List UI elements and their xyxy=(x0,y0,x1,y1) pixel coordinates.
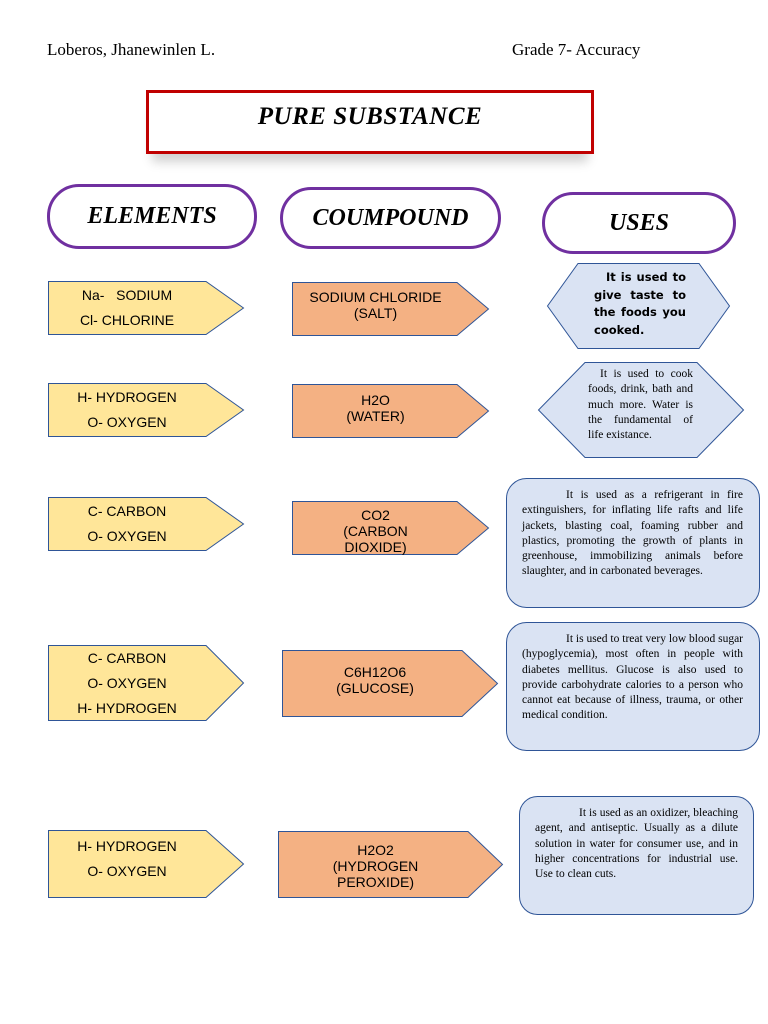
student-name: Loberos, Jhanewinlen L. xyxy=(47,40,216,59)
element-line: H- HYDROGEN xyxy=(77,699,177,716)
title-box: PURE SUBSTANCE xyxy=(146,90,594,154)
use-text-2: It is used to cook foods, drink, bath an… xyxy=(588,367,693,443)
element-line: H- HYDROGEN xyxy=(77,838,177,854)
use-box-3: It is used as a refrigerant in fire exti… xyxy=(506,478,760,608)
use-text-content: It is used as a refrigerant in fire exti… xyxy=(522,489,743,578)
element-arrow-1: Na- SODIUM Cl- CHLORINE xyxy=(48,281,245,335)
use-text-4: It is used to treat very low blood sugar… xyxy=(522,632,743,724)
compound-arrow-5: H2O2 (HYDROGEN PEROXIDE) xyxy=(278,831,504,898)
compound-line: (HYDROGEN xyxy=(332,857,419,874)
grade-section: Grade 7- Accuracy xyxy=(512,40,641,59)
use-text-content: It is used to treat very low blood sugar… xyxy=(522,633,743,722)
use-text-3: It is used as a refrigerant in fire exti… xyxy=(522,488,743,580)
element-line: Cl- CHLORINE xyxy=(79,312,175,328)
compound-line: SODIUM CHLORIDE xyxy=(309,289,442,305)
compound-line: CO2 xyxy=(361,507,390,523)
use-hexagon-1: It is used to give taste to the foods yo… xyxy=(546,263,731,349)
element-line: Na- SODIUM xyxy=(81,287,173,303)
compound-line: (SALT) xyxy=(353,305,398,321)
compound-line: DIOXIDE) xyxy=(344,539,407,555)
use-text-5: It is used as an oxidizer, bleaching age… xyxy=(535,806,738,882)
use-box-5: It is used as an oxidizer, bleaching age… xyxy=(519,796,754,915)
compound-header-label: COUMPOUND xyxy=(312,204,469,231)
compound-line: H2O xyxy=(361,392,390,408)
use-text-1: It is used to give taste to the foods yo… xyxy=(594,269,686,339)
element-arrow-2: H- HYDROGEN O- OXYGEN xyxy=(48,383,245,437)
compound-arrow-3: CO2 (CARBON DIOXIDE) xyxy=(292,501,490,555)
compound-line: (GLUCOSE) xyxy=(336,679,414,696)
compound-line: (WATER) xyxy=(346,408,405,424)
element-arrow-3: C- CARBON O- OXYGEN xyxy=(48,497,245,551)
compound-arrow-4: C6H12O6 (GLUCOSE) xyxy=(282,650,499,717)
use-text-content: It is used to cook foods, drink, bath an… xyxy=(588,368,693,442)
use-hexagon-2: It is used to cook foods, drink, bath an… xyxy=(537,362,745,458)
uses-header: USES xyxy=(542,192,736,254)
element-line: O- OXYGEN xyxy=(87,528,167,544)
element-line: C- CARBON xyxy=(87,503,167,519)
use-box-4: It is used to treat very low blood sugar… xyxy=(506,622,760,751)
element-line: O- OXYGEN xyxy=(87,674,167,691)
compound-line: (CARBON xyxy=(343,523,408,539)
compound-line: C6H12O6 xyxy=(343,663,407,680)
element-arrow-4: C- CARBON O- OXYGEN H- HYDROGEN xyxy=(48,645,245,721)
element-line: O- OXYGEN xyxy=(87,414,167,430)
element-line: C- CARBON xyxy=(87,649,167,666)
use-text-content: It is used as an oxidizer, bleaching age… xyxy=(535,807,738,881)
element-line: O- OXYGEN xyxy=(87,863,167,879)
compound-header: COUMPOUND xyxy=(280,187,501,249)
element-line: H- HYDROGEN xyxy=(77,389,177,405)
compound-arrow-1: SODIUM CHLORIDE (SALT) xyxy=(292,282,490,336)
compound-arrow-2: H2O (WATER) xyxy=(292,384,490,438)
elements-header-label: ELEMENTS xyxy=(87,203,217,229)
compound-line: H2O2 xyxy=(357,841,394,858)
uses-header-label: USES xyxy=(608,209,670,236)
element-arrow-5: H- HYDROGEN O- OXYGEN xyxy=(48,830,245,898)
page-title: PURE SUBSTANCE xyxy=(257,103,483,130)
elements-header: ELEMENTS xyxy=(47,184,257,249)
compound-line: PEROXIDE) xyxy=(336,873,414,890)
use-text-content: It is used to give taste to the foods yo… xyxy=(594,270,686,337)
